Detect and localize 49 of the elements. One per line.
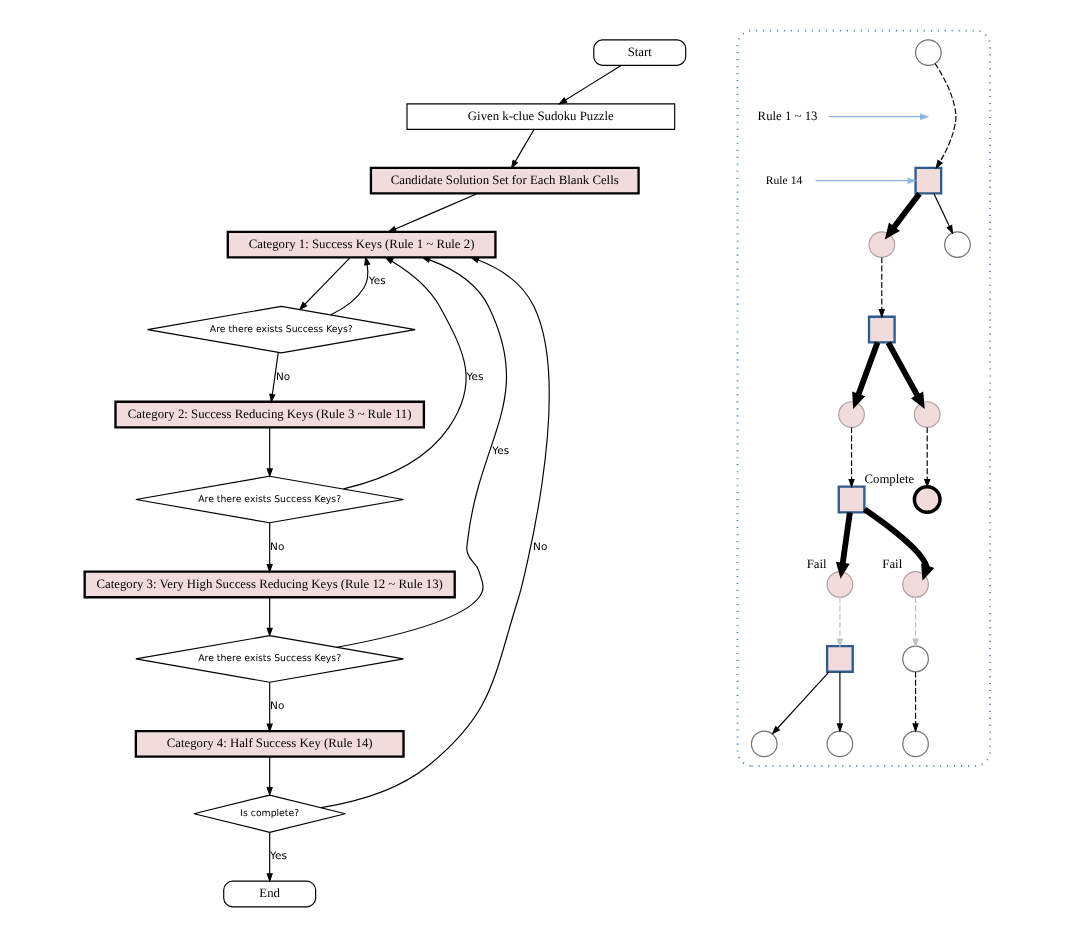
arrow: [557, 65, 621, 105]
arrow: [265, 522, 272, 574]
arrow: [827, 113, 929, 120]
arrow: [329, 256, 370, 316]
node-box: [824, 644, 853, 673]
cluster: [735, 29, 990, 767]
arrow: [911, 596, 918, 648]
arrow: [835, 596, 843, 648]
node-circle: [913, 39, 941, 66]
arrow: [834, 512, 852, 579]
arrow: [911, 671, 918, 733]
node-circle: [912, 401, 940, 428]
node-circle: [825, 571, 853, 598]
node-circle: [901, 645, 928, 673]
arrow: [265, 831, 272, 883]
arrow: [922, 426, 930, 489]
arrow: [386, 192, 478, 233]
arrow: [883, 191, 921, 240]
node-circle: [837, 401, 864, 428]
node-box: [913, 166, 942, 195]
arrow: [814, 177, 916, 184]
node-circle: [943, 231, 970, 258]
arrow: [861, 506, 934, 581]
arrow: [770, 671, 829, 735]
node-box: [866, 315, 895, 344]
arrow: [877, 257, 885, 319]
arrow: [265, 756, 272, 797]
arrow: [835, 671, 843, 733]
node-circle: [825, 730, 853, 758]
arrow: [319, 256, 549, 809]
arrow: [297, 257, 350, 311]
node-circle: [911, 484, 941, 515]
arrow: [335, 256, 506, 648]
arrow: [265, 596, 272, 638]
arrow: [884, 341, 924, 409]
node-circle: [901, 571, 928, 598]
arrow: [847, 426, 854, 489]
node-box: [836, 485, 865, 514]
node-circle: [867, 231, 895, 258]
arrow: [268, 351, 278, 404]
node-circle: [901, 730, 928, 758]
arrow: [509, 129, 534, 170]
arrow: [933, 63, 956, 170]
arrow: [851, 341, 880, 409]
arrow: [932, 193, 953, 235]
arrow: [265, 681, 272, 733]
node-circle: [749, 730, 777, 758]
arrow: [341, 256, 466, 490]
arrow: [265, 426, 272, 478]
